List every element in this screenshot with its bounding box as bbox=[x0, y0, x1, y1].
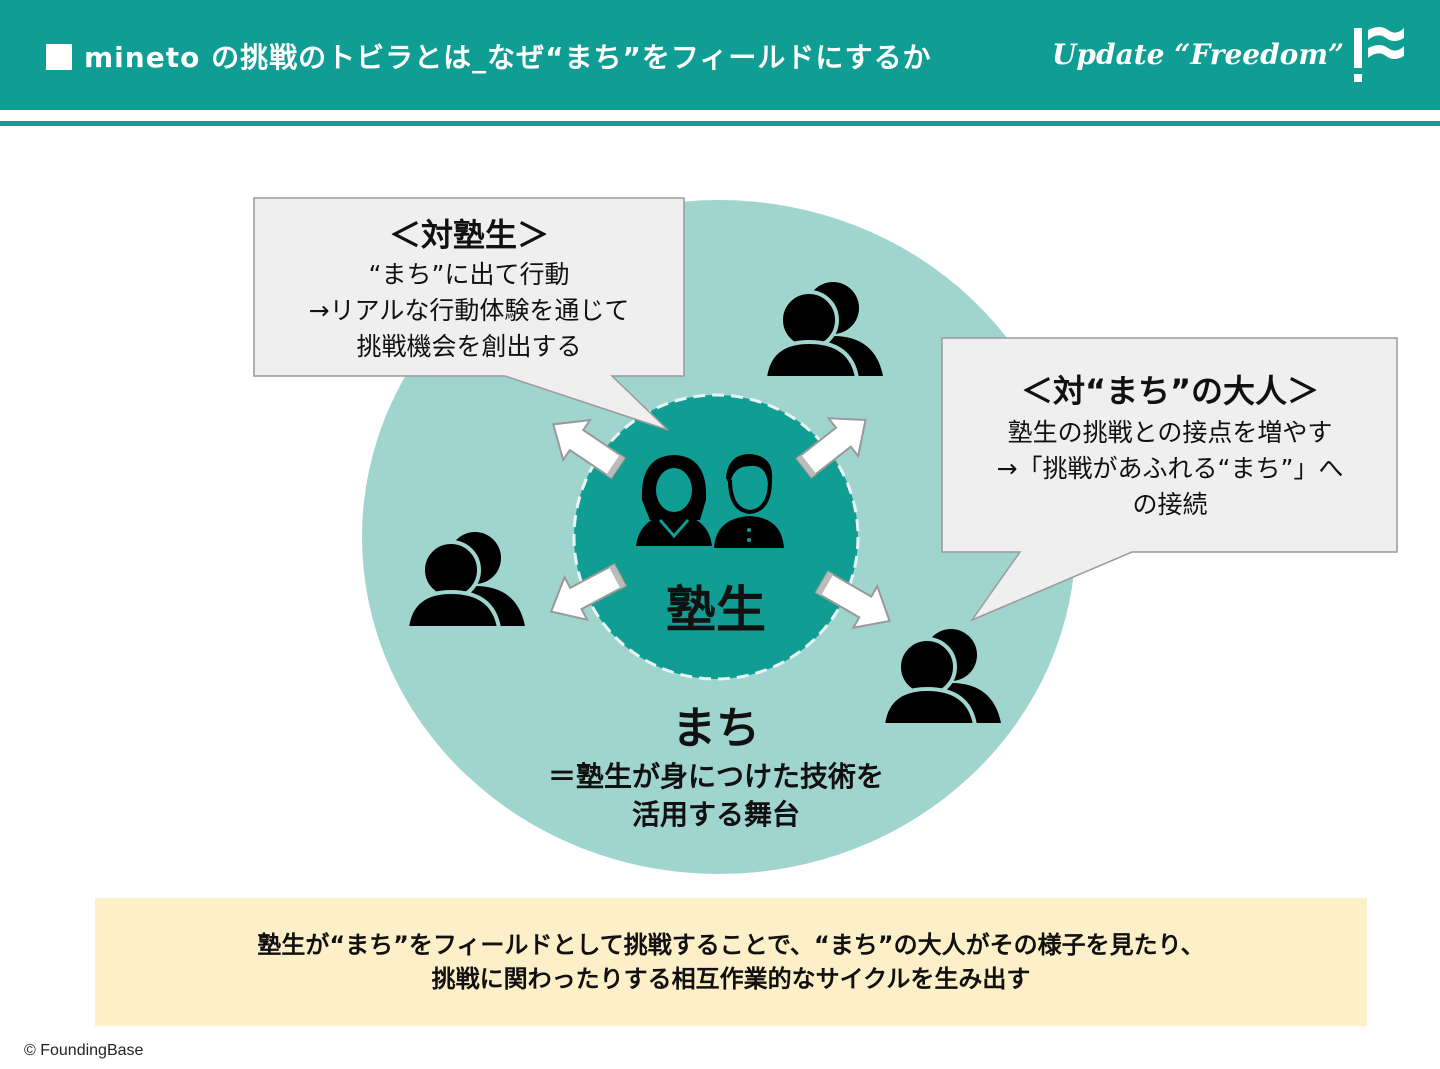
flag-logo-icon bbox=[1354, 27, 1404, 82]
outer-label: まち bbox=[672, 703, 760, 754]
copyright: © FoundingBase bbox=[24, 1042, 144, 1059]
right-callout-line-2: →「挑戦があふれる“まち”」へ bbox=[997, 454, 1344, 483]
slide-title-text: mineto の挑戦のトビラとは_なぜ“まち”をフィールドにするか bbox=[84, 41, 932, 74]
student-boy-icon bbox=[714, 454, 784, 548]
left-callout-line-2: →リアルな行動体験を通じて bbox=[309, 296, 630, 325]
right-callout-line-1: 塾生の挑戦との接点を増やす bbox=[1008, 418, 1333, 447]
student-girl-icon bbox=[636, 455, 712, 546]
summary-box: 塾生が“まち”をフィールドとして挑戦することで、“まち”の大人がその様子を見たり… bbox=[95, 898, 1367, 1026]
right-callout-line-3: の接続 bbox=[1132, 490, 1207, 519]
left-callout-title: ＜対塾生＞ bbox=[389, 216, 549, 254]
header-divider bbox=[0, 121, 1440, 126]
right-callout-title: ＜対“まち”の大人＞ bbox=[1021, 372, 1319, 410]
outer-desc-line-1: ＝塾生が身につけた技術を bbox=[548, 760, 884, 793]
slide-title: mineto の挑戦のトビラとは_なぜ“まち”をフィールドにするか bbox=[46, 36, 932, 76]
outer-desc-line-2: 活用する舞台 bbox=[632, 798, 800, 831]
center-label: 塾生 bbox=[666, 581, 766, 639]
left-callout: ＜対塾生＞ “まち”に出て行動 →リアルな行動体験を通じて 挑戦機会を創出する bbox=[253, 197, 685, 431]
square-bullet-icon bbox=[46, 44, 72, 70]
header-bar: mineto の挑戦のトビラとは_なぜ“まち”をフィールドにするか Update… bbox=[0, 0, 1440, 110]
jukusei-inner-circle bbox=[572, 393, 860, 681]
left-callout-line-1: “まち”に出て行動 bbox=[369, 260, 570, 289]
summary-line-1: 塾生が“まち”をフィールドとして挑戦することで、“まち”の大人がその様子を見たり… bbox=[257, 931, 1205, 959]
left-callout-line-3: 挑戦機会を創出する bbox=[356, 332, 581, 361]
right-callout: ＜対“まち”の大人＞ 塾生の挑戦との接点を増やす →「挑戦があふれる“まち”」へ… bbox=[941, 337, 1398, 622]
summary-line-2: 挑戦に関わったりする相互作業的なサイクルを生み出す bbox=[431, 965, 1031, 993]
tagline: Update “Freedom” bbox=[1052, 38, 1345, 71]
